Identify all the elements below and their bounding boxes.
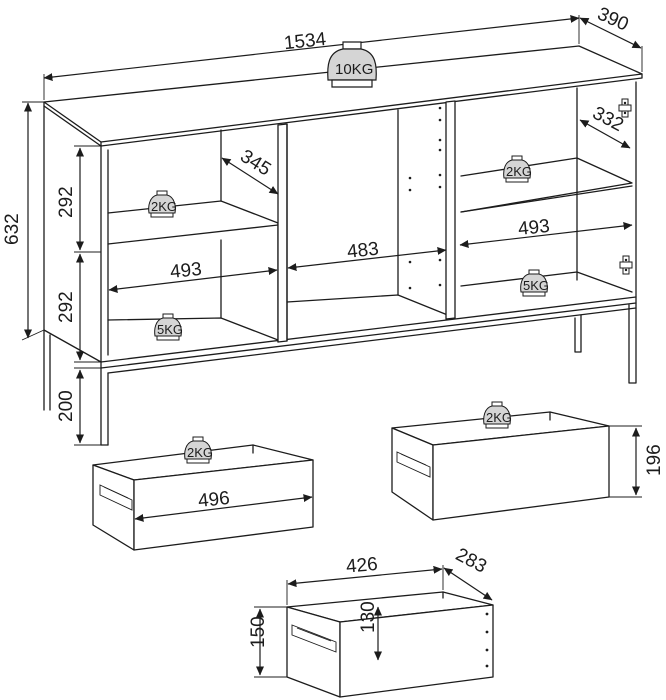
dimension-lines <box>21 14 643 678</box>
weight-left-upper: 2KG <box>148 190 177 218</box>
dim-right-shelf-width: 493 <box>517 216 551 240</box>
drawer-left-side <box>92 464 135 551</box>
dim-small-drawer-inner-height: 130 <box>358 601 379 633</box>
weight-right-lower: 5KG <box>520 269 549 297</box>
dim-overall-width: 1534 <box>283 29 328 54</box>
weight-left-lower: 5KG <box>154 313 183 341</box>
dim-lower-height: 292 <box>56 291 77 323</box>
dim-left-shelf-width: 493 <box>169 259 203 283</box>
small-drawer-side <box>286 606 341 698</box>
dim-small-drawer-depth: 283 <box>452 544 490 577</box>
drawer-right-side <box>391 427 434 521</box>
body-frame <box>100 81 637 363</box>
dim-small-drawer-height: 150 <box>248 616 269 648</box>
svg-text:5KG: 5KG <box>157 322 183 337</box>
dim-shelf-depth: 345 <box>236 146 274 181</box>
dim-upper-height: 292 <box>56 186 77 218</box>
dim-overall-depth: 390 <box>594 4 632 36</box>
weight-top: 10KG <box>327 41 377 88</box>
sideboard-body <box>43 45 643 446</box>
weight-drawer-right: 2KG <box>483 401 512 429</box>
svg-text:2KG: 2KG <box>506 164 532 179</box>
dim-large-drawer-height: 196 <box>644 444 665 476</box>
shelf-right-upper <box>460 157 633 213</box>
svg-text:2KG: 2KG <box>486 410 512 425</box>
svg-text:10KG: 10KG <box>335 61 373 78</box>
shelf-left-upper <box>107 224 279 245</box>
drawer-small <box>286 591 494 698</box>
svg-text:2KG: 2KG <box>187 445 213 460</box>
svg-text:5KG: 5KG <box>523 278 549 293</box>
weight-drawer-left: 2KG <box>184 436 213 464</box>
dim-small-drawer-width: 426 <box>345 554 378 578</box>
dim-large-drawer-width: 496 <box>197 488 231 512</box>
dim-leg-height: 200 <box>56 390 77 422</box>
hinge-icon <box>619 255 633 275</box>
weight-right-upper: 2KG <box>503 155 532 183</box>
shelf-pin-holes <box>408 106 442 290</box>
dim-overall-height: 632 <box>2 213 23 245</box>
partition-right <box>445 100 456 320</box>
dim-center-width: 483 <box>346 239 380 263</box>
svg-text:2KG: 2KG <box>151 199 177 214</box>
legs <box>43 302 637 446</box>
partition-left <box>277 123 288 343</box>
